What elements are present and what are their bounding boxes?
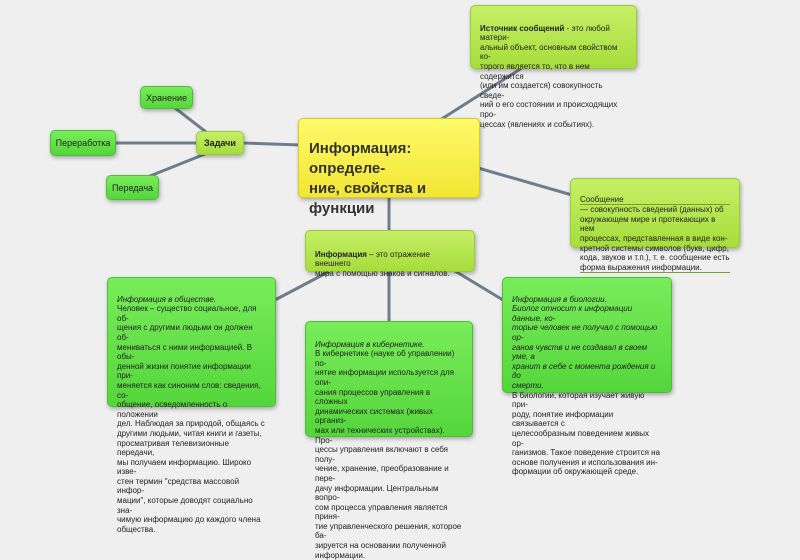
definition-term: Информация [315, 249, 367, 259]
biology-node[interactable]: Информация в биологии.Биолог относит к и… [502, 277, 672, 476]
society-text: Человек – существо социальное, для об- щ… [117, 304, 265, 534]
link-central-tasks [241, 141, 302, 147]
link-central-message [476, 166, 574, 197]
tasks-node[interactable]: Задачи [196, 131, 244, 155]
task-transfer-node[interactable]: Передача [106, 175, 159, 200]
link-tasks-transfer [143, 152, 207, 180]
source-term: Источник сообщений [480, 23, 565, 33]
message-text: — совокупность сведений (данных) об окру… [580, 205, 730, 274]
society-title: Информация в обществе. [117, 294, 217, 304]
cybernetics-title: Информация в кибернетике. [315, 339, 425, 349]
link-central-source [438, 64, 527, 122]
link-definition-biology [453, 269, 505, 302]
message-title: Сообщение [580, 195, 730, 206]
link-tasks-storage [173, 106, 212, 137]
source-text: - это любой матери- альный объект, основ… [480, 23, 618, 129]
link-definition-society [273, 269, 332, 302]
biology-italic-text: Биолог относит к информации данные, ко- … [512, 304, 658, 390]
connector-lines [114, 64, 574, 324]
task-processing-node[interactable]: Переработка [50, 130, 116, 156]
message-node[interactable]: Сообщение — совокупность сведений (данны… [570, 178, 740, 274]
cybernetics-text: В кибернетике (науке об управлении) по- … [315, 349, 462, 560]
biology-title: Информация в биологии. [512, 294, 607, 304]
definition-text: – это отражение внешнего мира с помощью … [315, 249, 450, 278]
society-node[interactable]: Информация в обществе.Человек – существо… [107, 277, 276, 534]
definition-node[interactable]: Информация – это отражение внешнего мира… [305, 230, 475, 278]
cybernetics-node[interactable]: Информация в кибернетике.В кибернетике (… [305, 321, 473, 560]
source-node[interactable]: Источник сообщений - это любой матери- а… [470, 5, 637, 129]
task-storage-node[interactable]: Хранение [140, 86, 193, 109]
central-topic[interactable]: Информация: определе- ние, свойства и фу… [298, 118, 480, 217]
